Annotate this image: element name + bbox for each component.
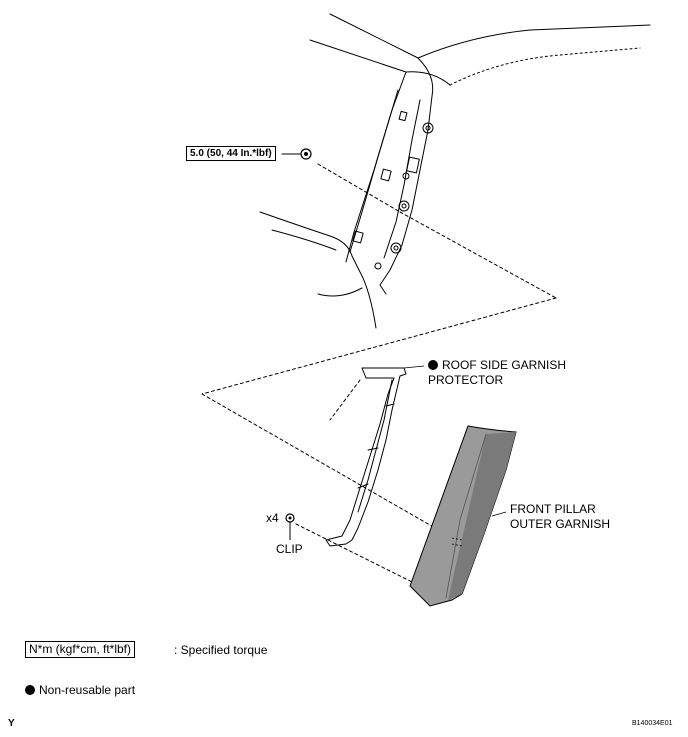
figure-id: B140034E01	[632, 720, 673, 727]
bolt-hole	[401, 203, 407, 209]
front-pillar-outer-garnish-label: FRONT PILLAR OUTER GARNISH	[510, 502, 610, 532]
roof-edge-line	[329, 13, 419, 59]
body-line	[259, 211, 353, 257]
roof-side-garnish-protector-shape	[325, 367, 407, 547]
clip-quantity: x4	[266, 511, 279, 525]
garnish-detail	[357, 379, 393, 513]
roof-edge-line	[417, 57, 434, 97]
alignment-line	[317, 163, 401, 213]
legend-torque-description: : Specified torque	[174, 643, 268, 657]
body-line	[271, 229, 337, 251]
alignment-line	[329, 379, 361, 421]
legend-torque-units-box: N*m (kgf*cm, ft*lbf)	[25, 641, 136, 658]
outer-garnish-leader-line	[491, 511, 507, 517]
body-line	[351, 255, 377, 329]
protector-label-line1: ROOF SIDE GARNISH	[442, 358, 567, 372]
bolt-hole	[393, 245, 399, 251]
footer-left-mark: Y	[8, 718, 15, 729]
protector-leader-line	[403, 365, 425, 369]
torque-spec-box: 5.0 (50, 44 In.*lbf)	[186, 146, 276, 161]
bolt-hole	[422, 122, 434, 134]
legend-non-reusable: Non-reusable part	[25, 683, 135, 698]
bolt-hole	[425, 125, 431, 131]
bolt-hole	[390, 242, 402, 254]
non-reusable-dot-icon	[25, 685, 35, 695]
clip-slot	[380, 168, 392, 182]
alignment-line	[201, 393, 457, 541]
outer-garnish-label-line2: OUTER GARNISH	[510, 517, 611, 531]
pillar-edge	[383, 99, 421, 259]
non-reusable-dot-icon	[428, 360, 438, 370]
roof-edge-line	[405, 71, 451, 86]
roof-edge-line	[309, 39, 407, 73]
clip-label: CLIP	[276, 542, 303, 556]
body-line	[379, 284, 387, 295]
outer-garnish-label-line1: FRONT PILLAR	[510, 502, 596, 516]
garnish-ridge	[445, 433, 487, 599]
garnish-detail	[357, 483, 369, 489]
garnish-mark	[451, 537, 463, 547]
alignment-line	[201, 297, 557, 395]
pillar-edge	[349, 89, 399, 253]
bolt-hole	[374, 262, 382, 270]
alignment-line	[399, 211, 557, 299]
clip-slot	[352, 230, 364, 244]
legend-non-reusable-text: Non-reusable part	[39, 683, 136, 697]
roof-edge-line	[417, 24, 651, 59]
body-line	[317, 287, 363, 297]
alignment-line	[295, 523, 421, 587]
roof-side-garnish-protector-label: ROOF SIDE GARNISH PROTECTOR	[428, 358, 566, 388]
clip-slot	[398, 110, 408, 122]
protector-label-line2: PROTECTOR	[428, 373, 504, 387]
clip-slot	[406, 156, 420, 174]
garnish-detail	[385, 403, 395, 407]
garnish-detail	[367, 447, 379, 451]
bolt-hole	[402, 172, 410, 180]
garnish-shade	[448, 432, 516, 600]
roof-edge-line	[449, 47, 641, 86]
bolt-hole	[398, 200, 410, 212]
